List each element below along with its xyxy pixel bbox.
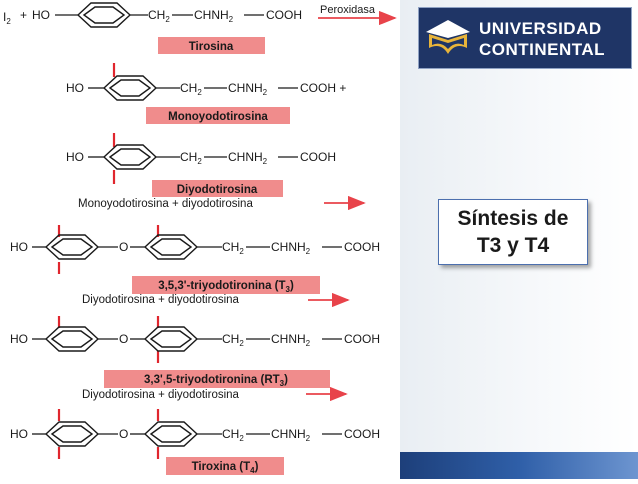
cooh-group: COOH + (300, 81, 346, 95)
cooh-group: COOH (344, 332, 380, 346)
reaction-equation: Diyodotirosina + diyodotirosina (82, 389, 240, 401)
benzene-ring (102, 75, 158, 101)
ch2-group: CH2 (222, 332, 244, 348)
reaction-equation: Diyodotirosina + diyodotirosina (82, 294, 240, 306)
logo-text-line2: CONTINENTAL (479, 40, 606, 59)
ether-oxygen: O (119, 427, 128, 441)
benzene-ring (44, 421, 100, 447)
hydroxyl-label: HO (10, 427, 28, 441)
compound-name: 3,5,3'-triyodotironina (T3) (158, 280, 294, 294)
coupling-reaction-t4: Diyodotirosina + diyodotirosina (82, 386, 348, 402)
hydroxyl-label: HO (10, 240, 28, 254)
t3-structure: HO O CH2 CHNH2 COOH 3,5,3'-triyodotironi… (10, 225, 380, 294)
benzene-ring (143, 421, 199, 447)
reaction-scheme: I2 + HO CH2 CHNH2 COOH Peroxidasa Tirosi… (3, 2, 397, 475)
compound-name: Tiroxina (T4) (192, 461, 259, 475)
name-label-bg (166, 457, 284, 475)
compound-name: Diyodotirosina (177, 184, 258, 196)
iodine-reagent: I2 (3, 10, 11, 26)
chnh2-group: CHNH2 (228, 81, 268, 97)
ch2-group: CH2 (180, 81, 202, 97)
ch2-group: CH2 (222, 427, 244, 443)
slide-title-line2: T3 y T4 (476, 234, 550, 257)
compound-name: Monoyodotirosina (168, 111, 268, 123)
name-label-bg (132, 276, 320, 294)
enzyme-label: Peroxidasa (320, 4, 376, 16)
cooh-group: COOH (266, 8, 302, 22)
ch2-group: CH2 (148, 8, 170, 24)
cooh-group: COOH (344, 427, 380, 441)
thyroid-hormone-synthesis-diagram: I2 + HO CH2 CHNH2 COOH Peroxidasa Tirosi… (3, 2, 397, 475)
slide-title-box: Síntesis de T3 y T4 (438, 199, 588, 265)
tyrosine-reaction: I2 + HO CH2 CHNH2 COOH Peroxidasa Tirosi… (3, 2, 397, 54)
benzene-ring (102, 144, 158, 170)
footer-gradient-bar (400, 452, 638, 479)
slide-title-line1: Síntesis de (457, 207, 569, 230)
hydroxyl-label: HO (66, 150, 84, 164)
cooh-group: COOH (300, 150, 336, 164)
coupling-reaction-rt3: Diyodotirosina + diyodotirosina (82, 292, 350, 308)
benzene-ring (76, 2, 132, 28)
reaction-equation: Monoyodotirosina + diyodotirosina (78, 198, 253, 210)
chnh2-group: CHNH2 (228, 150, 268, 166)
plus-sign: + (20, 8, 27, 22)
ether-oxygen: O (119, 332, 128, 346)
benzene-ring (143, 326, 199, 352)
name-label-bg (158, 37, 265, 54)
name-label-bg (152, 180, 283, 197)
compound-name: 3,3',5-triyodotironina (RT3) (144, 374, 288, 388)
hydroxyl-label: HO (10, 332, 28, 346)
cooh-group: COOH (344, 240, 380, 254)
hydroxyl-label: HO (66, 81, 84, 95)
t4-structure: HO O CH2 CHNH2 COOH Tiroxina (T4) (10, 409, 380, 475)
ch2-group: CH2 (222, 240, 244, 256)
university-emblem-icon (426, 20, 470, 54)
diiodotyrosine-structure: HO CH2 CHNH2 COOH Diyodotirosina (66, 133, 336, 197)
rt3-structure: HO O CH2 CHNH2 COOH 3,3',5-triyodotironi… (10, 316, 380, 388)
benzene-ring (44, 326, 100, 352)
hydroxyl-label: HO (32, 8, 50, 22)
chnh2-group: CHNH2 (194, 8, 234, 24)
benzene-ring (44, 234, 100, 260)
ether-oxygen: O (119, 240, 128, 254)
ch2-group: CH2 (180, 150, 202, 166)
chnh2-group: CHNH2 (271, 240, 311, 256)
monoiodotyrosine-structure: HO CH2 CHNH2 COOH + Monoyodotirosina (66, 63, 346, 124)
compound-name: Tirosina (189, 41, 234, 53)
university-logo: UNIVERSIDAD CONTINENTAL (418, 7, 632, 69)
name-label-bg (104, 370, 330, 388)
chnh2-group: CHNH2 (271, 332, 311, 348)
chnh2-group: CHNH2 (271, 427, 311, 443)
benzene-ring (143, 234, 199, 260)
name-label-bg (146, 107, 290, 124)
logo-text-line1: UNIVERSIDAD (479, 19, 602, 38)
coupling-reaction-t3: Monoyodotirosina + diyodotirosina (78, 195, 366, 211)
